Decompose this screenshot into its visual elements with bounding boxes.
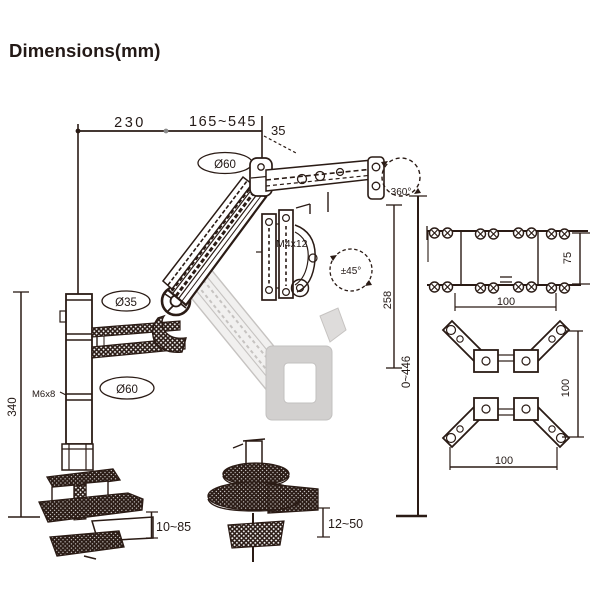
svg-text:100: 100 [560,379,572,397]
svg-text:Ø60: Ø60 [214,159,236,171]
svg-text:12~50: 12~50 [328,517,363,531]
svg-text:258: 258 [382,291,394,309]
svg-text:Ø35: Ø35 [115,297,137,309]
svg-text:35: 35 [271,123,285,138]
svg-text:100: 100 [497,296,515,308]
svg-text:±45°: ±45° [341,266,362,277]
svg-text:165~545: 165~545 [189,114,257,130]
svg-text:Ø60: Ø60 [116,384,138,396]
svg-text:100: 100 [495,455,513,467]
svg-text:M4x12: M4x12 [276,238,308,250]
svg-text:M6x8: M6x8 [32,389,55,400]
svg-text:360°: 360° [391,187,412,198]
svg-text:340: 340 [7,397,19,416]
svg-text:Dimensions(mm): Dimensions(mm) [9,40,160,61]
svg-text:75: 75 [562,252,574,264]
svg-text:10~85: 10~85 [156,520,191,534]
svg-text:230: 230 [114,115,146,131]
svg-text:0~446: 0~446 [401,356,413,388]
